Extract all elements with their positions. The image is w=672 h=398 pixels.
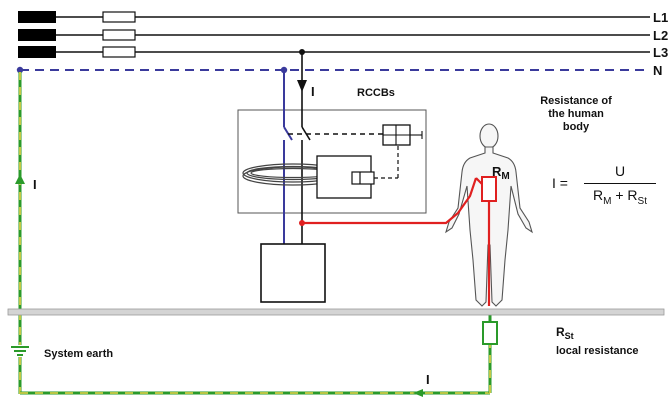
current-label-left: I [33, 177, 37, 192]
fuse-l2 [102, 29, 136, 41]
human-resistance-line-1: Resistance of [540, 95, 612, 107]
rm-label-sub: M [501, 171, 509, 182]
current-formula: I = U RM + RSt [552, 163, 656, 207]
formula-lhs: I = [552, 175, 568, 191]
rst-label-main: R [556, 325, 565, 339]
human-resistance-title: Resistance of the human body [512, 95, 640, 134]
rst-label: RSt [556, 325, 574, 341]
rst-description: local resistance [556, 345, 639, 357]
rm-label: RM [492, 164, 510, 182]
formula-den-r1: R [593, 187, 604, 203]
system-earth-label: System earth [44, 348, 113, 360]
fuse-l3 [102, 46, 136, 58]
formula-denominator: RM + RSt [584, 187, 656, 207]
neutral-junction-left [16, 66, 24, 74]
rst-resistor [482, 321, 498, 345]
line-label-l2: L2 [653, 28, 668, 43]
line-label-n: N [653, 63, 662, 78]
current-label-phase: I [311, 84, 315, 99]
line-label-l1: L1 [653, 10, 668, 25]
fuse-l1 [102, 11, 136, 23]
rst-label-sub: St [565, 331, 574, 341]
relay-coil [351, 171, 375, 185]
current-label-bottom: I [426, 372, 430, 387]
ground-surface [7, 308, 665, 316]
source-block-l1 [18, 11, 56, 23]
formula-fraction-bar [584, 183, 656, 184]
formula-den-r2-sub: St [637, 195, 647, 207]
relay-box [316, 155, 372, 199]
source-block-l2 [18, 29, 56, 41]
current-arrow-left [15, 174, 25, 184]
current-arrow-bottom [413, 389, 423, 397]
current-arrow-phase [297, 80, 307, 92]
formula-numerator: U [614, 163, 626, 179]
formula-den-r1-sub: M [603, 195, 612, 207]
rm-label-main: R [492, 164, 502, 179]
formula-den-plus: + R [611, 187, 638, 203]
human-resistance-line-2: the human [548, 108, 604, 120]
load-appliance [260, 243, 326, 303]
rm-resistor [481, 176, 497, 202]
human-resistance-line-3: body [562, 121, 590, 133]
source-block-l3 [18, 46, 56, 58]
rccb-label: RCCBs [357, 87, 395, 99]
fault-path-shoulder [475, 177, 483, 185]
line-label-l3: L3 [653, 45, 668, 60]
fault-path-to-hand [302, 177, 478, 225]
